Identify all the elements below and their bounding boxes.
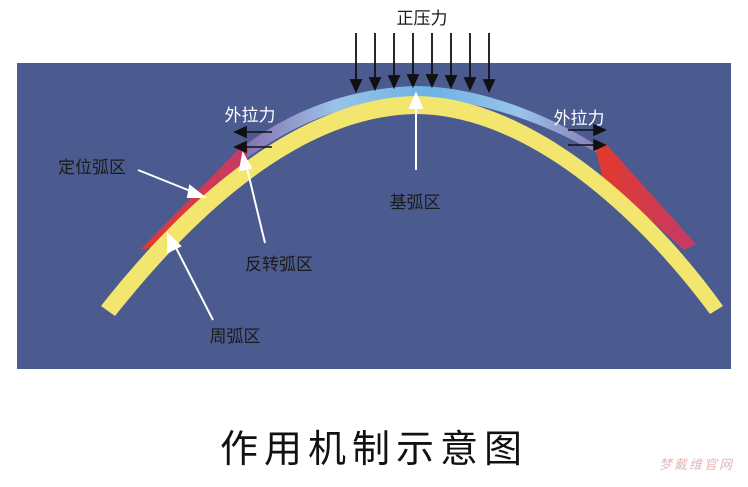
lens-arc: [101, 96, 723, 316]
watermark: 梦戴维官网: [658, 458, 734, 473]
label-peripheral-zone: 周弧区: [210, 327, 261, 347]
tear-film-layer: [244, 86, 612, 162]
pointer-peripheral: [171, 239, 214, 321]
label-pressure: 正压力: [397, 9, 448, 29]
label-tension-left: 外拉力: [225, 106, 276, 126]
pointer-arrows: [137, 91, 424, 321]
pressure-arrows: [349, 33, 496, 94]
pointer-reverse: [244, 159, 266, 244]
label-reverse-zone: 反转弧区: [245, 255, 313, 275]
label-tension-right: 外拉力: [554, 109, 605, 129]
label-alignment-zone: 定位弧区: [58, 158, 126, 178]
figure-caption: 作用机制示意图: [219, 427, 528, 471]
pointer-alignment: [137, 169, 199, 195]
tension-arrows-right: [568, 123, 607, 152]
tension-arrows-left: [233, 125, 272, 154]
peripheral-strip-right: [596, 144, 696, 250]
label-base-zone: 基弧区: [390, 193, 441, 213]
